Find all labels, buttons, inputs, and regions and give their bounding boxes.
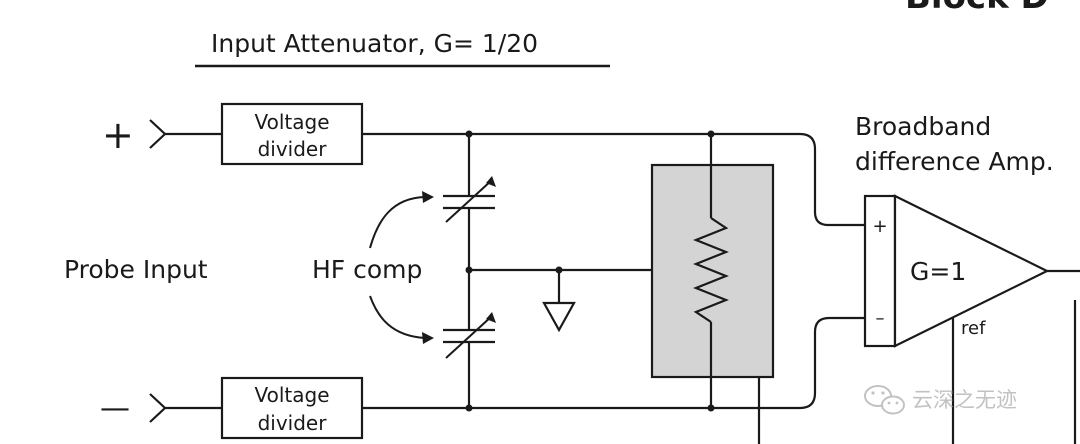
difference-amplifier: + – G=1 ref bbox=[863, 194, 1050, 348]
top-voltage-divider: Voltage divider bbox=[220, 102, 364, 166]
probe-input-label: Probe Input bbox=[64, 255, 208, 284]
amplifier-label-line1: Broadband bbox=[855, 112, 991, 141]
diagram-title: Block D bbox=[905, 0, 1049, 17]
ground-icon bbox=[542, 301, 576, 333]
plus-input-sign: + bbox=[102, 113, 134, 157]
bottom-divider-line2: divider bbox=[258, 411, 328, 435]
amplifier-gain: G=1 bbox=[910, 257, 966, 286]
attenuator-title: Input Attenuator, G= 1/20 bbox=[211, 29, 538, 58]
watermark-text: 云深之无迹 bbox=[912, 388, 1017, 412]
top-divider-line2: divider bbox=[258, 137, 328, 161]
hf-comp-upper-arrowhead-icon bbox=[422, 191, 434, 203]
bottom-rail-wire bbox=[362, 316, 865, 410]
lower-trim-capacitor-icon bbox=[443, 312, 496, 359]
minus-input-connector-icon bbox=[149, 393, 222, 423]
hf-comp-lower-arrowhead-icon bbox=[422, 332, 434, 344]
junction-dot bbox=[465, 130, 473, 138]
junction-dot bbox=[707, 404, 715, 412]
watermark: 云深之无迹 bbox=[864, 385, 1017, 415]
amplifier-plus-pin: + bbox=[872, 216, 887, 237]
potentiometer-resistor-icon bbox=[693, 217, 729, 323]
amplifier-minus-pin: – bbox=[876, 308, 885, 329]
top-rail-wire bbox=[362, 132, 865, 227]
amplifier-label-line2: difference Amp. bbox=[855, 147, 1054, 176]
junction-dot bbox=[465, 266, 473, 274]
junction-dot bbox=[555, 266, 563, 274]
junction-dot bbox=[707, 130, 715, 138]
upper-trim-capacitor-icon bbox=[443, 176, 496, 223]
hf-comp-upper-arrow-icon bbox=[369, 196, 426, 249]
hf-comp-label: HF comp bbox=[312, 255, 422, 284]
plus-input-connector-icon bbox=[149, 119, 222, 149]
bottom-divider-line1: Voltage bbox=[254, 383, 329, 407]
minus-input-sign: — bbox=[100, 391, 130, 426]
amplifier-ref-label: ref bbox=[961, 318, 986, 339]
bottom-voltage-divider: Voltage divider bbox=[220, 376, 364, 440]
wechat-icon bbox=[864, 385, 905, 415]
junction-dot bbox=[465, 404, 473, 412]
top-divider-line1: Voltage bbox=[254, 110, 329, 134]
hf-comp-lower-arrow-icon bbox=[369, 295, 426, 339]
